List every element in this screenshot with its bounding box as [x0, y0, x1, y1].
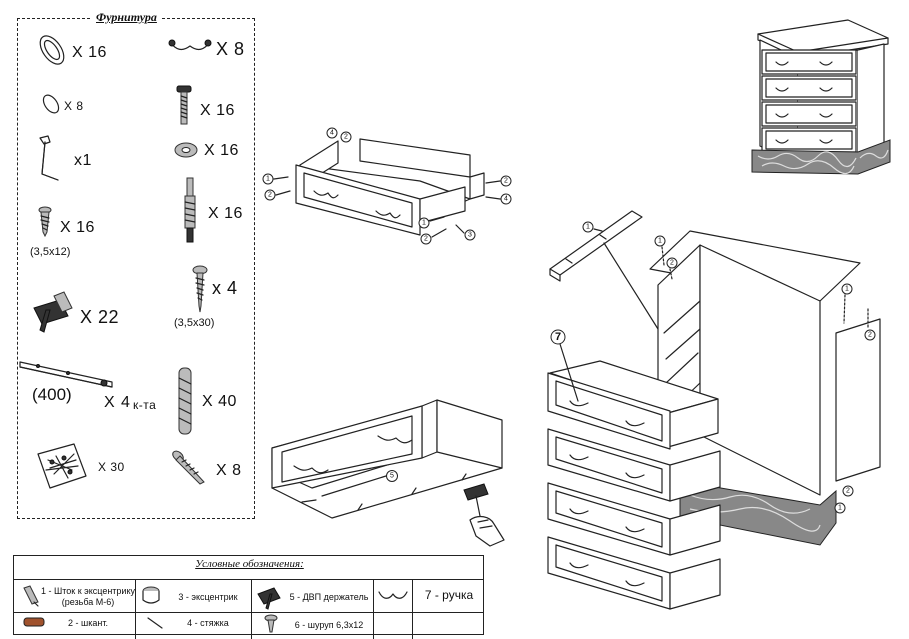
- drawer-1: [547, 360, 719, 450]
- drawer-runner-size: (400): [32, 385, 72, 404]
- panel-holder-icon: [33, 291, 73, 333]
- handle-legend-icon: [378, 591, 408, 599]
- legend-item-3: 3 - эксцентрик: [178, 592, 238, 602]
- nails-bag-icon: [37, 443, 87, 489]
- svg-text:2: 2: [670, 260, 674, 267]
- svg-text:2: 2: [268, 192, 272, 199]
- bolt-qty: X 16: [200, 102, 235, 119]
- small-cap-icon: [42, 94, 60, 114]
- svg-text:2: 2: [424, 236, 428, 243]
- legend-item-6: 6 - шуруп 6,3х12: [294, 620, 364, 630]
- dowel-legend-icon: [23, 617, 45, 627]
- hex-key-qty: x1: [74, 152, 92, 169]
- svg-text:2: 2: [846, 488, 850, 495]
- hammer-icon: [463, 483, 505, 547]
- legend-row-sep: [14, 612, 483, 613]
- hardware-title: Фурнитура: [92, 10, 161, 25]
- legend-item-7: 7 - ручка: [424, 588, 474, 602]
- screw-legend-icon: [264, 614, 278, 633]
- svg-text:5: 5: [390, 473, 394, 480]
- cam-cap-qty: X 16: [72, 44, 107, 61]
- drawer-assembly-diagram: 4 2 1 2 2 4 1 2 3: [262, 127, 512, 245]
- cam-cap-icon: [39, 35, 65, 65]
- washer-icon: [174, 142, 198, 158]
- svg-text:1: 1: [838, 505, 842, 512]
- panel-holder-legend-icon: [257, 587, 281, 610]
- legend-item-4: 4 - стяжка: [187, 618, 229, 628]
- legend-item-5: 5 - ДВП держатель: [289, 592, 369, 602]
- drawer-2: [547, 428, 721, 502]
- svg-text:1: 1: [266, 176, 270, 183]
- svg-text:2: 2: [868, 332, 872, 339]
- chest-preview: [751, 19, 891, 175]
- svg-text:3: 3: [468, 232, 472, 239]
- legend-col-sep: [373, 579, 374, 639]
- cam-stem-legend-icon: [23, 585, 39, 607]
- drawer-runner-icon: [19, 361, 113, 388]
- screw-small-icon: [172, 450, 205, 485]
- cam-stem-icon: [184, 177, 196, 243]
- svg-text:1: 1: [422, 220, 426, 227]
- legend-item-1: 1 - Шток к эксцентрику (резьба М-6): [40, 586, 135, 607]
- drawer-runner-unit: к-та: [133, 398, 157, 412]
- hex-key-icon: [39, 135, 59, 181]
- long-screw-size: (3,5x30): [174, 317, 215, 329]
- screw-small-qty: X 8: [216, 462, 242, 479]
- svg-text:1: 1: [845, 286, 849, 293]
- drawer-bottom-diagram: 5: [271, 399, 503, 519]
- nails-bag-qty: X 30: [98, 460, 125, 474]
- legend-col-sep: [251, 579, 252, 639]
- long-screw-icon: [192, 265, 208, 313]
- legend-divider: [14, 579, 483, 580]
- svg-text:1: 1: [586, 224, 590, 231]
- svg-text:4: 4: [330, 130, 334, 137]
- legend-col-sep: [135, 579, 136, 639]
- svg-text:2: 2: [344, 134, 348, 141]
- bolt-icon: [176, 85, 192, 125]
- svg-text:2: 2: [504, 178, 508, 185]
- small-cap-qty: X 8: [64, 99, 84, 113]
- screw-icon: [38, 206, 52, 238]
- dowel-qty: X 40: [202, 393, 237, 410]
- drawer-4: [547, 536, 721, 610]
- dowel-icon: [178, 367, 192, 435]
- legend-title: Условные обозначения:: [195, 558, 304, 570]
- legend-col-sep: [412, 579, 413, 639]
- legend-table: Условные обозначения: 1 - Шток к эксцент…: [13, 555, 484, 639]
- drawer-3: [547, 482, 721, 556]
- drawer-runner-qty: X: [104, 394, 116, 411]
- long-screw-qty: x 4: [212, 278, 238, 298]
- panel-holder-qty: X 22: [80, 307, 120, 327]
- chest-exploded-diagram: 1 1 2 1 2 2 1 7: [547, 210, 881, 610]
- svg-text:7: 7: [555, 331, 561, 343]
- svg-text:1: 1: [658, 238, 662, 245]
- screw-qty: X 16: [60, 219, 95, 236]
- connector-legend-icon: [147, 617, 163, 629]
- svg-text:4: 4: [504, 196, 508, 203]
- legend-item-2: 2 - шкант.: [68, 618, 108, 628]
- handle-qty: X 8: [216, 39, 245, 59]
- cam-stem-qty: X 16: [208, 205, 243, 222]
- drawer-runner-qty2: 4: [121, 394, 131, 411]
- washer-qty: X 16: [204, 142, 239, 159]
- handle-icon: [168, 39, 212, 51]
- screw-size: (3,5x12): [30, 246, 71, 258]
- eccentric-legend-icon: [142, 586, 160, 604]
